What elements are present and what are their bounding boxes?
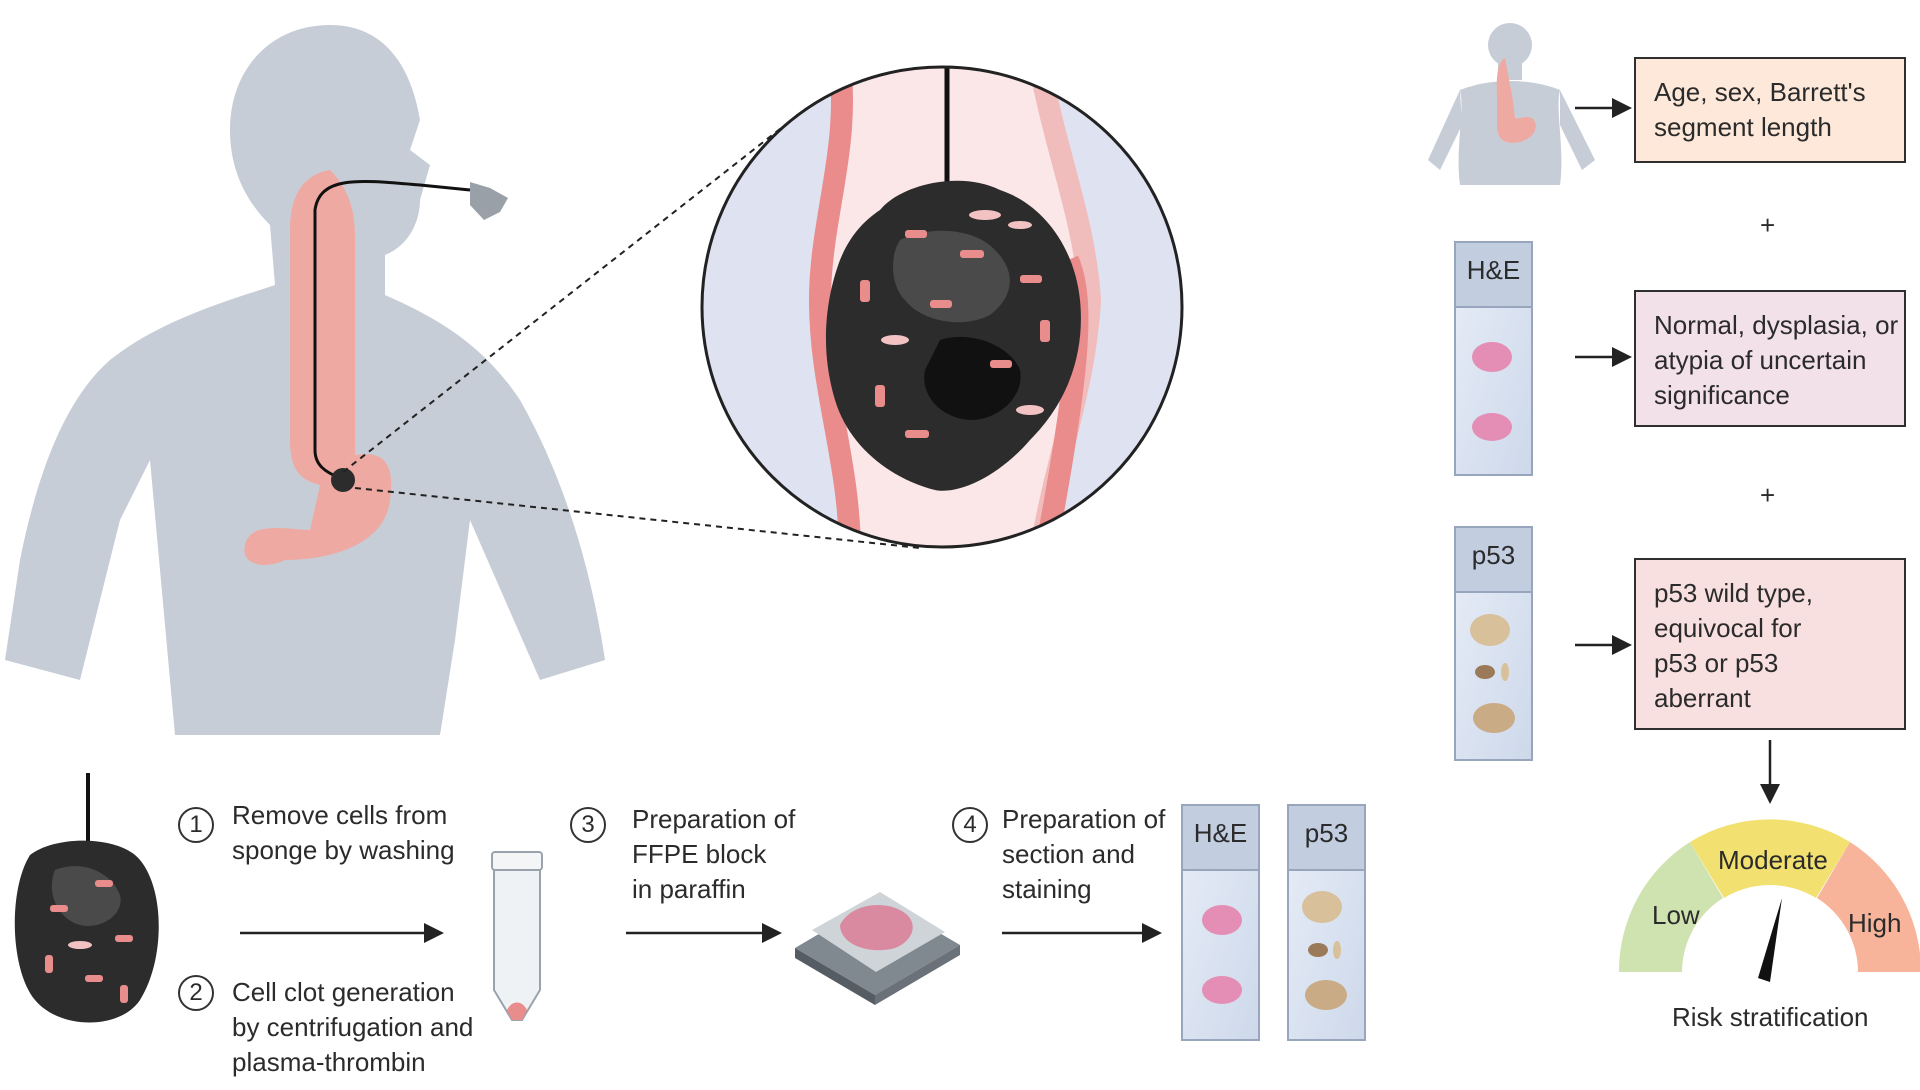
sponge-small <box>14 773 159 1023</box>
zoom-line-bottom <box>354 487 921 549</box>
factor-clinical-line-1: Age, sex, Barrett's <box>1654 77 1866 107</box>
step-2-line-1: Cell clot generation <box>232 977 455 1007</box>
mouth-piece <box>470 182 508 220</box>
gauge-label-high: High <box>1848 908 1902 938</box>
sponge-string <box>313 179 471 480</box>
factor-p53-line-2: equivocal for <box>1654 613 1802 643</box>
step-1-line-2: sponge by washing <box>232 835 455 865</box>
step-4-line-3: staining <box>1002 874 1092 904</box>
step-3-number: 3 <box>570 807 606 843</box>
step-4-line-2: section and <box>1002 839 1135 869</box>
step-2-number: 2 <box>178 975 214 1011</box>
gauge-label-moderate: Moderate <box>1718 845 1828 875</box>
step-3-line-3: in paraffin <box>632 874 746 904</box>
slide-label-he-right: H&E <box>1466 255 1521 285</box>
step-4-line-1: Preparation of <box>1002 804 1166 834</box>
gauge-caption: Risk stratification <box>1672 1002 1869 1032</box>
step-4-number: 4 <box>952 807 988 843</box>
factor-histology-line-3: significance <box>1654 380 1790 410</box>
zoom-line-top <box>342 124 786 473</box>
factor-box-histology: Normal, dysplasia, or atypia of uncertai… <box>1634 290 1906 427</box>
step-4-text: Preparation of section and staining <box>1002 802 1165 907</box>
step-3-text: Preparation of FFPE block in paraffin <box>632 802 795 907</box>
gauge-high <box>1817 842 1920 972</box>
plus-sign-1: + <box>1760 210 1776 240</box>
slide-p53-bottom <box>1287 804 1366 1041</box>
slide-label-he-bottom: H&E <box>1193 818 1248 848</box>
step-1-text: Remove cells from sponge by washing <box>232 798 455 868</box>
factor-p53-line-3: p53 or p53 <box>1654 648 1779 678</box>
slide-he-bottom <box>1181 804 1260 1041</box>
gauge-low <box>1618 842 1723 972</box>
factor-histology-line-2: atypia of uncertain <box>1654 345 1867 375</box>
slide-label-p53-bottom: p53 <box>1304 818 1349 848</box>
factor-box-p53: p53 wild type, equivocal for p53 or p53 … <box>1634 558 1906 730</box>
plus-sign-2: + <box>1760 480 1776 510</box>
step-1-line-1: Remove cells from <box>232 800 448 830</box>
ffpe-block <box>795 892 960 1005</box>
gauge-label-low: Low <box>1652 900 1700 930</box>
slide-he-right <box>1454 241 1533 476</box>
step-2-line-2: by centrifugation and <box>232 1012 474 1042</box>
factor-p53-line-4: aberrant <box>1654 683 1751 713</box>
esophagus-stomach <box>244 170 392 565</box>
factor-box-clinical: Age, sex, Barrett's segment length <box>1634 57 1906 163</box>
factor-clinical-line-2: segment length <box>1654 112 1832 142</box>
slide-label-p53-right: p53 <box>1471 540 1516 570</box>
step-2-text: Cell clot generation by centrifugation a… <box>232 975 473 1080</box>
magnified-view <box>700 65 1184 549</box>
step-3-line-2: FFPE block <box>632 839 767 869</box>
centrifuge-tube <box>491 851 543 1021</box>
gauge-needle <box>1758 898 1782 982</box>
step-1-number: 1 <box>178 807 214 843</box>
small-human-icon <box>1428 23 1595 185</box>
step-3-line-1: Preparation of <box>632 804 796 834</box>
sponge-in-stomach <box>331 468 355 492</box>
factor-p53-line-1: p53 wild type, <box>1654 578 1813 608</box>
slide-p53-right <box>1454 526 1533 761</box>
gauge-moderate <box>1690 819 1850 898</box>
factor-histology-line-1: Normal, dysplasia, or <box>1654 310 1899 340</box>
risk-gauge <box>1618 819 1920 982</box>
step-2-line-3: plasma-thrombin <box>232 1047 426 1077</box>
